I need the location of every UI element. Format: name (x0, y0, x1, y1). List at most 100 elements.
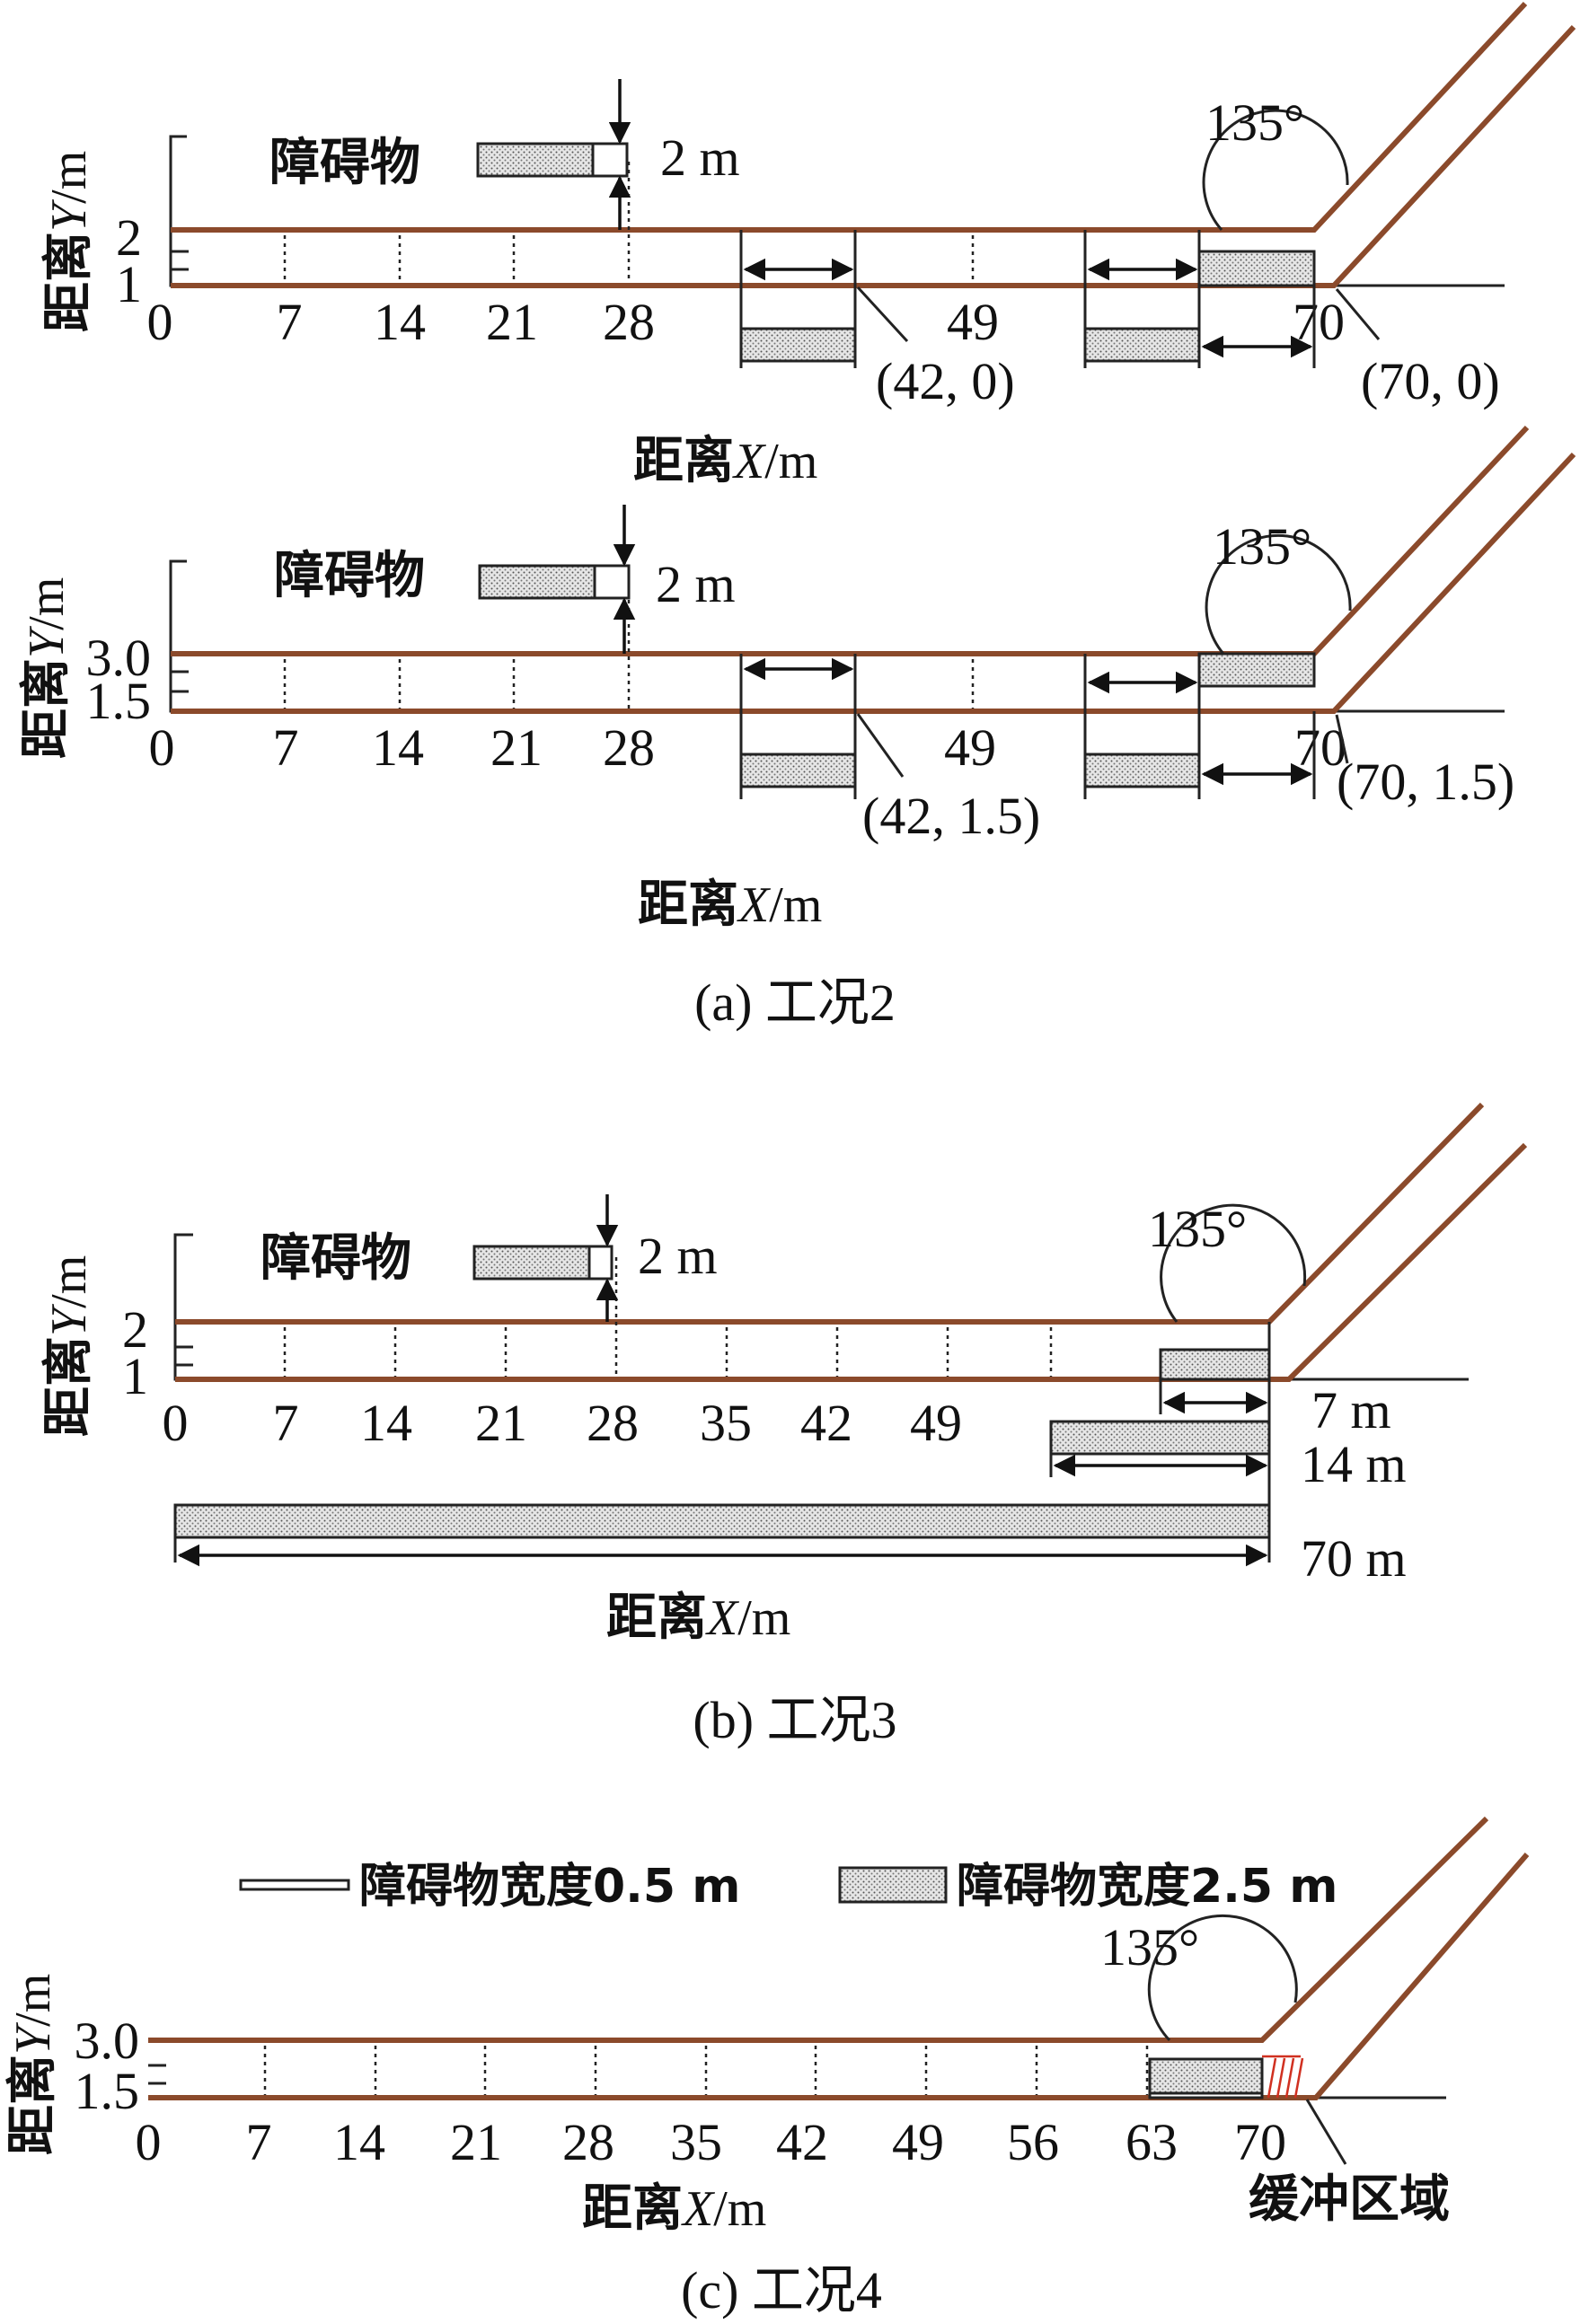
obstacle-7m (1159, 1348, 1271, 1381)
obstacle-block (1197, 250, 1316, 287)
legend-swatch-wide (838, 1866, 948, 1904)
x-tick-label: 49 (892, 2113, 944, 2171)
panel-a1: 距离Y/m 2 1 0 7 14 21 28 49 70 障碍物 2 m (40, 1, 1576, 490)
panel-b: 距离Y/m 2 1 0 7 14 21 28 35 42 49 障碍物 2 m … (40, 1102, 1528, 1749)
x-tick-label: 21 (490, 718, 543, 777)
road-lower-edge (148, 1853, 1530, 2100)
x-axis-label: 距离X/m (582, 2179, 766, 2238)
length-label-7m: 7 m (1311, 1381, 1391, 1439)
obstacle-label: 障碍物 (274, 547, 425, 605)
x-tick-label: 14 (360, 1394, 412, 1452)
x-tick-label: 35 (670, 2113, 722, 2171)
caption-a: (a) 工况2 (694, 973, 896, 1032)
point-label: (70, 0) (1361, 352, 1500, 410)
road-upper-edge (148, 1816, 1489, 2043)
legend-swatch-narrow (239, 1879, 350, 1891)
x-tick-label: 21 (450, 2113, 502, 2171)
x-tick-label: 49 (944, 718, 996, 777)
x-tick-label: 7 (277, 293, 303, 351)
obstacle-14m (1049, 1420, 1271, 1456)
callout-line (856, 713, 905, 778)
x-tick-label: 42 (776, 2113, 828, 2171)
angle-label: 135° (1213, 517, 1311, 576)
obstacle-block (739, 327, 857, 363)
obstacle-label: 障碍物 (269, 134, 420, 192)
gap-label: 2 m (660, 128, 740, 187)
gap-label: 2 m (656, 555, 736, 613)
legend-wide-label: 障碍物宽度2.5 m (957, 1860, 1337, 1914)
callout-line (1305, 2099, 1347, 2165)
x-tick-label: 70 (1234, 2113, 1286, 2171)
x-tick-label: 35 (700, 1394, 752, 1452)
x-tick-label: 7 (246, 2113, 272, 2171)
callout-line (856, 286, 909, 343)
angle-label: 135° (1148, 1200, 1247, 1258)
x-axis-label: 距离X/m (606, 1589, 790, 1647)
angle-arc (1202, 109, 1349, 231)
x-tick-label: 42 (800, 1394, 852, 1452)
obstacle-sample-end (593, 564, 631, 600)
legend-narrow-label: 障碍物宽度0.5 m (359, 1860, 740, 1914)
x-tick-label: 28 (603, 293, 655, 351)
caption-b: (b) 工况3 (693, 1691, 896, 1749)
angle-label: 135° (1100, 1918, 1199, 1976)
obstacle-sample-end (587, 1245, 614, 1281)
x-tick-label: 14 (374, 293, 426, 351)
buffer-label: 缓冲区域 (1249, 2170, 1450, 2229)
angle-arc (1147, 1914, 1298, 2042)
angle-arc (1205, 533, 1352, 655)
x-tick-label: 70 (1293, 293, 1345, 351)
obstacle-block (1148, 2057, 1264, 2095)
x-tick-label: 0 (147, 293, 173, 351)
panel-a2: 距离Y/m 3.0 1.5 0 7 14 21 28 49 70 障碍物 2 m (17, 425, 1576, 1032)
legend: 障碍物宽度0.5 m 障碍物宽度2.5 m (239, 1860, 1337, 1914)
x-tick-label: 28 (562, 2113, 614, 2171)
y-tick-label: 3.0 (86, 629, 152, 687)
obstacle-block (739, 753, 857, 788)
x-tick-label: 0 (136, 2113, 162, 2171)
x-tick-label: 28 (587, 1394, 639, 1452)
x-axis-label: 距离X/m (633, 432, 817, 490)
y-axis-label: 距离Y/m (4, 1974, 62, 2155)
buffer-hatch (1293, 2057, 1304, 2099)
road-lower-edge (175, 1142, 1528, 1382)
y-axis-label: 距离Y/m (40, 1255, 98, 1437)
buffer-zone (1262, 2055, 1304, 2099)
road-lower-edge (171, 452, 1576, 714)
obstacle-block (1083, 327, 1201, 363)
angle-arc (1160, 1203, 1307, 1323)
buffer-hatch (1267, 2057, 1277, 2099)
x-tick-label: 14 (372, 718, 424, 777)
buffer-hatch (1284, 2057, 1295, 2099)
y-axis-label: 距离Y/m (40, 151, 98, 332)
obstacle-sample (476, 142, 595, 178)
obstacle-block (1083, 753, 1201, 788)
y-tick-label: 1.5 (86, 672, 152, 730)
obstacle-block (1197, 652, 1316, 688)
length-label-14m: 14 m (1301, 1435, 1407, 1493)
x-tick-label: 56 (1007, 2113, 1059, 2171)
y-tick-label: 1.5 (75, 2062, 140, 2120)
x-tick-label: 0 (149, 718, 175, 777)
obstacle-narrow (1148, 2091, 1264, 2100)
y-tick-label: 1 (122, 1347, 148, 1405)
x-tick-label: 28 (603, 718, 655, 777)
angle-label: 135° (1205, 93, 1304, 152)
y-tick-label: 2 (122, 1300, 148, 1359)
callout-line (1335, 714, 1349, 764)
y-tick-label: 3.0 (75, 2011, 140, 2070)
x-tick-label: 49 (947, 293, 999, 351)
x-tick-label: 21 (486, 293, 538, 351)
x-tick-label: 7 (273, 1394, 299, 1452)
obstacle-sample (478, 564, 596, 600)
x-tick-label: 49 (910, 1394, 962, 1452)
y-tick-label: 1 (116, 255, 142, 313)
point-label: (70, 1.5) (1337, 753, 1514, 811)
road-upper-edge (171, 425, 1530, 656)
callout-line (1335, 288, 1381, 340)
x-tick-label: 21 (475, 1394, 527, 1452)
road-upper-edge (175, 1102, 1485, 1325)
obstacle-sample-end (591, 142, 629, 178)
length-label-70m: 70 m (1301, 1529, 1407, 1588)
